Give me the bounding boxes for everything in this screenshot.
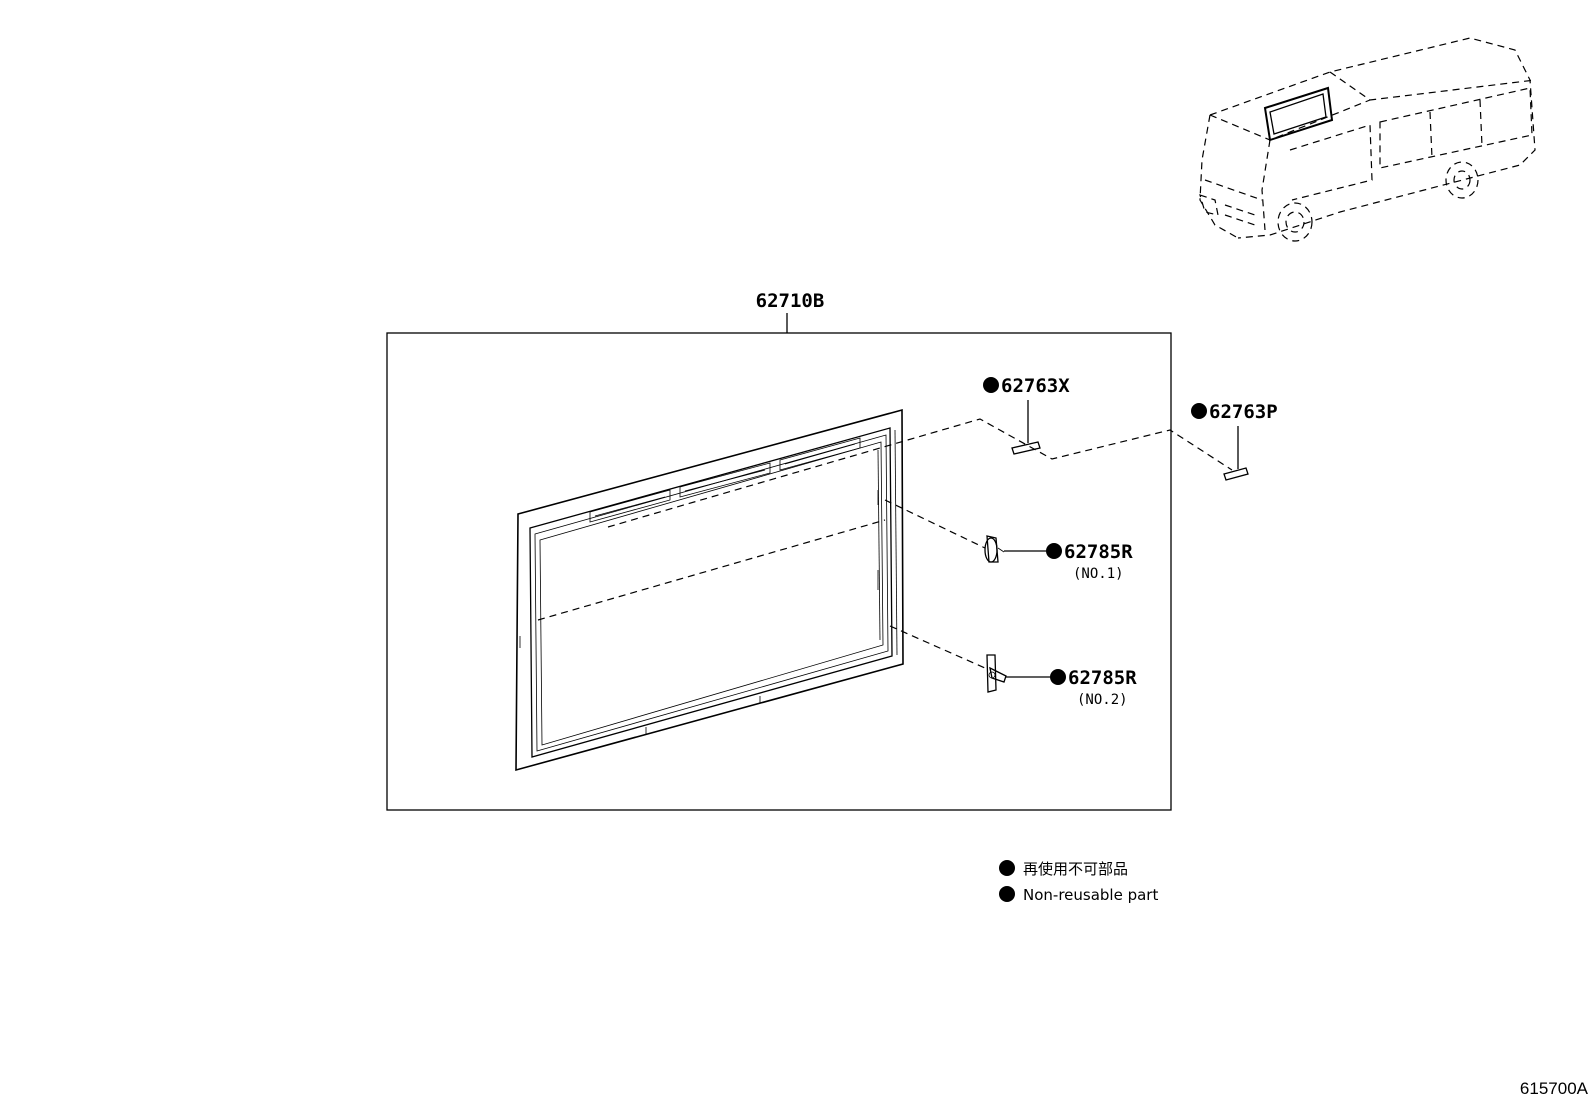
non-reusable-marker-62763P xyxy=(1191,403,1207,419)
legend-marker-japanese xyxy=(999,860,1015,876)
seal-part-62763X xyxy=(1011,441,1041,455)
roof-window-panel xyxy=(515,408,904,772)
callout-62763X: 62763X xyxy=(1001,375,1070,397)
callout-62785R-no1-sub: (NO.1) xyxy=(1073,566,1124,582)
legend: 再使用不可部品 Non-reusable part xyxy=(999,860,1158,904)
non-reusable-marker-latch1 xyxy=(1046,543,1062,559)
callout-62710B: 62710B xyxy=(756,290,825,312)
dashed-leader-seal xyxy=(607,418,1233,528)
callout-62785R-no2-sub: (NO.2) xyxy=(1077,692,1128,708)
vehicle-locator-illustration xyxy=(1199,37,1536,242)
non-reusable-marker-latch2 xyxy=(1050,669,1066,685)
callout-62785R-no1: 62785R xyxy=(1064,541,1133,563)
seal-part-62763P xyxy=(1223,467,1249,481)
legend-japanese-text: 再使用不可部品 xyxy=(1023,860,1128,878)
dashed-leader-latch1 xyxy=(884,499,986,549)
non-reusable-marker-62763X xyxy=(983,377,999,393)
dashed-leader-latch2 xyxy=(889,625,986,669)
callout-62763P: 62763P xyxy=(1209,401,1278,423)
latch-part-no2 xyxy=(986,654,1007,693)
legend-marker-english xyxy=(999,886,1015,902)
latch-part-no1 xyxy=(984,535,1005,563)
callout-62785R-no2: 62785R xyxy=(1068,667,1137,689)
dashed-leader-midline xyxy=(537,519,886,621)
legend-english-text: Non-reusable part xyxy=(1023,886,1158,904)
assembly-frame-box xyxy=(386,332,1172,811)
figure-code: 615700A xyxy=(1520,1079,1589,1098)
